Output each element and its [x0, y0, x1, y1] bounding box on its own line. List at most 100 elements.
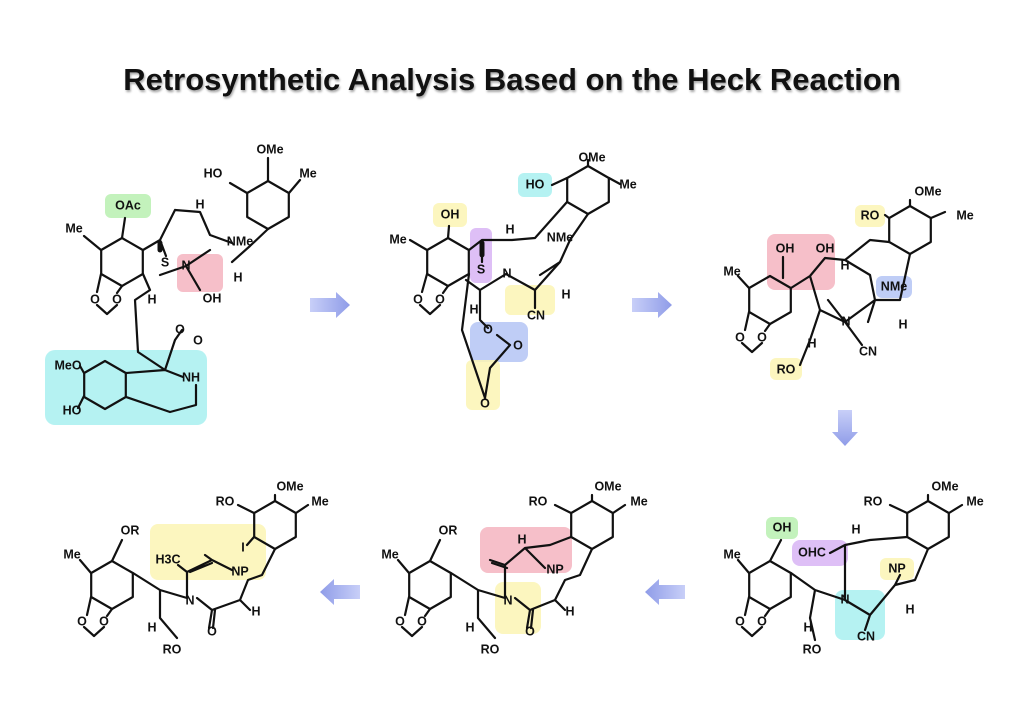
label: OH	[773, 520, 792, 534]
label: Me	[63, 547, 80, 561]
label: N	[503, 593, 512, 607]
highlight-yellow	[466, 360, 500, 410]
label: Me	[956, 208, 973, 222]
label: NP	[546, 562, 563, 576]
label: RO	[529, 494, 548, 508]
label: O	[90, 292, 100, 306]
label: Me	[723, 264, 740, 278]
label: O	[513, 338, 523, 352]
label: O	[99, 614, 109, 628]
label: Me	[299, 166, 316, 180]
label: HO	[526, 177, 545, 191]
highlight-purple	[792, 540, 848, 566]
molecule-5	[396, 493, 627, 640]
label: H	[465, 620, 474, 634]
label: H	[905, 602, 914, 616]
label: H	[147, 292, 156, 306]
label: OAc	[115, 198, 141, 212]
label: OR	[121, 523, 140, 537]
label: O	[757, 614, 767, 628]
label: N	[181, 258, 190, 272]
label: H	[147, 620, 156, 634]
label: RO	[481, 642, 500, 656]
label: OMe	[594, 479, 621, 493]
label: O	[207, 624, 217, 638]
label: RO	[861, 208, 880, 222]
label: O	[413, 292, 423, 306]
label: O	[735, 330, 745, 344]
label: NMe	[227, 234, 253, 248]
label: S	[477, 262, 485, 276]
label: H	[840, 258, 849, 272]
label: H	[505, 222, 514, 236]
highlight-cyan	[518, 173, 552, 197]
label: CN	[527, 308, 545, 322]
retro-arrow-left-2	[645, 579, 685, 605]
label: Me	[65, 221, 82, 235]
label: H	[565, 604, 574, 618]
label: O	[175, 322, 185, 336]
label: Me	[630, 494, 647, 508]
label: N	[185, 593, 194, 607]
label: OMe	[931, 479, 958, 493]
label: OMe	[276, 479, 303, 493]
diagram-title: Retrosynthetic Analysis Based on the Hec…	[123, 62, 901, 97]
label: O	[525, 624, 535, 638]
label: H	[561, 287, 570, 301]
label: OH	[441, 207, 460, 221]
label: NH	[182, 370, 200, 384]
label: OH	[776, 241, 795, 255]
label: NP	[888, 561, 905, 575]
molecule-2-labels: OMe HO Me OH Me H NMe S N H H CN O O O O…	[389, 150, 636, 410]
label: OMe	[914, 184, 941, 198]
label: H	[803, 620, 812, 634]
molecule-1	[45, 156, 302, 425]
molecule-4-labels: OMe RO Me OH Me OHC H NP N H H CN RO O O	[723, 479, 983, 656]
label: H3C	[155, 552, 180, 566]
label: Me	[389, 232, 406, 246]
retro-arrow-down	[832, 410, 858, 446]
label: OH	[203, 291, 222, 305]
highlight-blue	[470, 322, 528, 362]
label: MeO	[54, 358, 81, 372]
label: O	[417, 614, 427, 628]
label: H	[195, 197, 204, 211]
label: OH	[816, 241, 835, 255]
label: I	[241, 540, 244, 554]
retro-arrow-left-1	[320, 579, 360, 605]
label: O	[480, 396, 490, 410]
molecule-3-labels: OMe RO Me OH OH Me H NMe N H H CN RO O O	[723, 184, 973, 376]
label: Me	[311, 494, 328, 508]
label: RO	[163, 642, 182, 656]
label: O	[435, 292, 445, 306]
highlight-yellow	[433, 203, 467, 227]
label: HO	[63, 403, 82, 417]
label: H	[233, 270, 242, 284]
highlight-yellow	[855, 205, 885, 227]
label: Me	[619, 177, 636, 191]
highlight-yellow	[770, 358, 802, 380]
label: O	[395, 614, 405, 628]
label: H	[898, 317, 907, 331]
label: Me	[723, 547, 740, 561]
label: NMe	[547, 230, 573, 244]
label: O	[735, 614, 745, 628]
label: OHC	[798, 545, 826, 559]
molecule-2	[408, 158, 622, 410]
label: CN	[859, 344, 877, 358]
label: HO	[204, 166, 223, 180]
label: OMe	[256, 142, 283, 156]
retro-arrow-right-1	[310, 292, 350, 318]
label: RO	[216, 494, 235, 508]
label: NMe	[881, 279, 907, 293]
molecule-5-labels: OMe RO Me OR Me H NP N H H O RO O O	[381, 479, 647, 656]
label: O	[77, 614, 87, 628]
label: H	[807, 336, 816, 350]
label: N	[840, 592, 849, 606]
molecule-6	[78, 493, 310, 640]
label: Me	[381, 547, 398, 561]
label: O	[193, 333, 203, 347]
label: H	[851, 522, 860, 536]
label: RO	[777, 362, 796, 376]
label: O	[112, 292, 122, 306]
